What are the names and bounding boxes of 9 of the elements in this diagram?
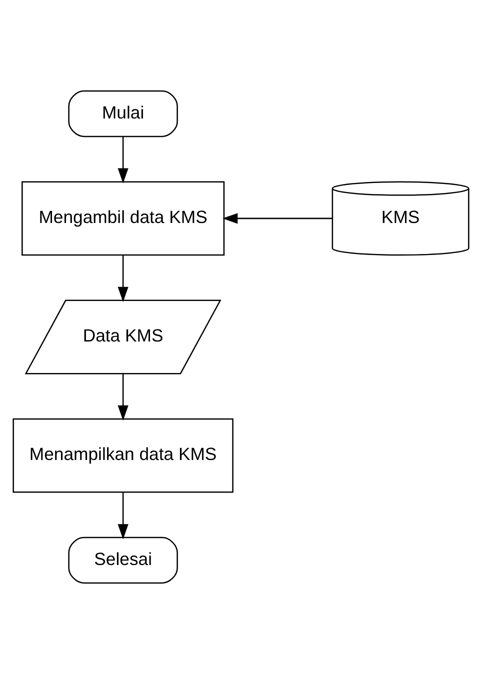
node-box: Menampilkan data KMS: [12, 418, 234, 493]
arrow: [118, 492, 128, 540]
node-box: Selesai: [68, 536, 178, 584]
arrow: [118, 136, 128, 184]
arrow: [118, 374, 128, 421]
arrow: [222, 213, 332, 224]
arrow: [118, 255, 128, 302]
node-box: Mulai: [68, 90, 178, 138]
node-box: Mengambil data KMS: [22, 181, 225, 256]
